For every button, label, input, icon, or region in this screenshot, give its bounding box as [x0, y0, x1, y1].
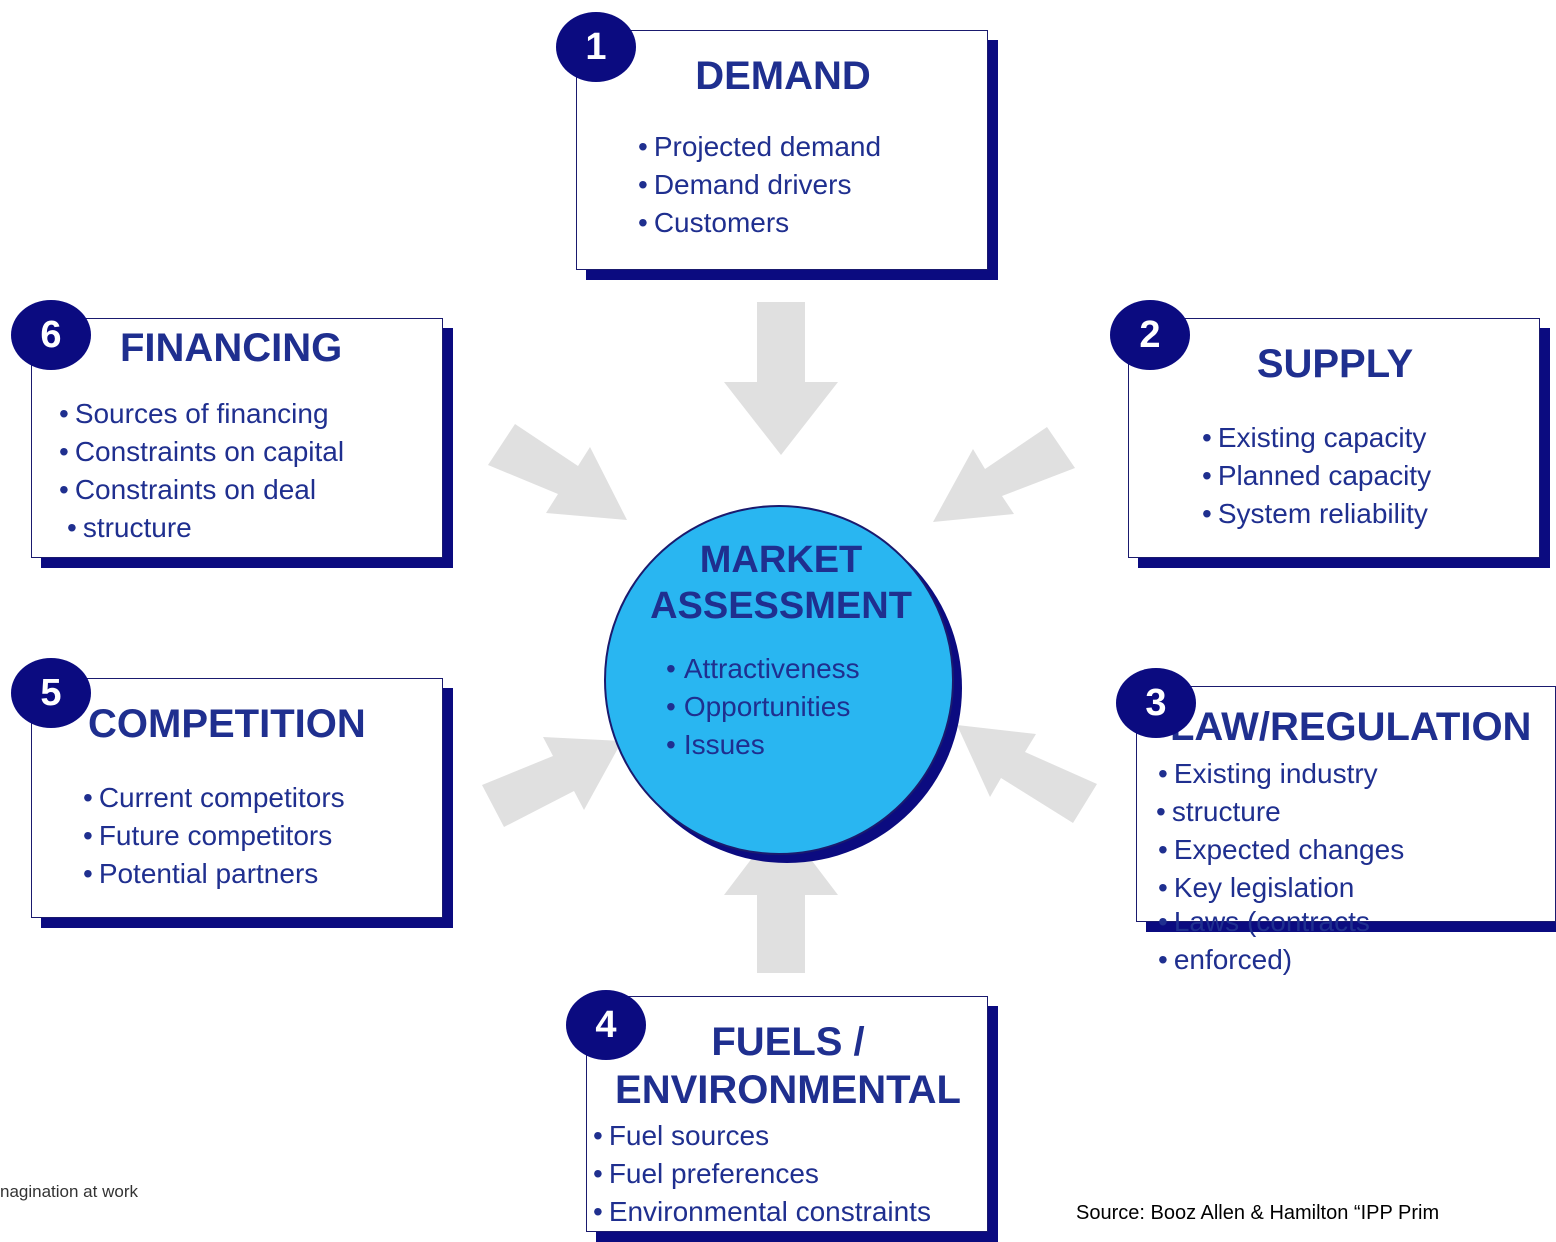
list-item: Constraints on deal [59, 471, 344, 509]
arrow-from-fuels [724, 820, 838, 973]
list-item: Opportunities [666, 688, 860, 726]
list-item: Expected changes [1158, 831, 1404, 869]
list-item: Key legislation [1158, 869, 1404, 907]
demand-list: Projected demand Demand drivers Customer… [638, 128, 881, 242]
list-item: Fuel preferences [593, 1155, 931, 1193]
law-list: Existing industry structure Expected cha… [1158, 755, 1404, 979]
list-item: Current competitors [83, 779, 345, 817]
list-item: Sources of financing [59, 395, 344, 433]
list-item: Constraints on capital [59, 433, 344, 471]
fuels-title-line2: ENVIRONMENTAL [615, 1068, 961, 1112]
list-item: System reliability [1202, 495, 1431, 533]
center-list: Attractiveness Opportunities Issues [666, 650, 860, 764]
list-item: Future competitors [83, 817, 345, 855]
badge-3: 3 [1116, 668, 1196, 738]
center-title-line2: ASSESSMENT [650, 585, 912, 627]
list-item: Planned capacity [1202, 457, 1431, 495]
center-title-line1: MARKET [699, 539, 863, 581]
center-title: MARKET ASSESSMENT [606, 537, 956, 629]
competition-box: COMPETITION Current competitors Future c… [31, 678, 443, 918]
financing-list: Sources of financing Constraints on capi… [59, 395, 344, 547]
footer-tagline: nagination at work [0, 1182, 138, 1201]
badge-4: 4 [566, 990, 646, 1060]
list-item: Fuel sources [593, 1117, 931, 1155]
list-item: Laws (contracts [1158, 903, 1404, 941]
competition-list: Current competitors Future competitors P… [83, 779, 345, 893]
arrow-from-competition [482, 737, 622, 827]
list-item: Potential partners [83, 855, 345, 893]
list-item: Attractiveness [666, 650, 860, 688]
list-item: Projected demand [638, 128, 881, 166]
financing-box: FINANCING Sources of financing Constrain… [31, 318, 443, 558]
supply-box: SUPPLY Existing capacity Planned capacit… [1128, 318, 1540, 558]
list-item: Existing capacity [1202, 419, 1431, 457]
list-item: structure [59, 509, 344, 547]
supply-list: Existing capacity Planned capacity Syste… [1202, 419, 1431, 533]
footer-source: Source: Booz Allen & Hamilton “IPP Prim [1076, 1202, 1440, 1224]
badge-1: 1 [556, 12, 636, 82]
list-item: Demand drivers [638, 166, 881, 204]
list-item: Issues [666, 726, 860, 764]
arrow-from-financing [488, 424, 627, 520]
list-item: enforced) [1158, 941, 1404, 979]
fuels-title-line1: FUELS / [711, 1020, 865, 1064]
badge-5: 5 [11, 658, 91, 728]
law-title: LAW/REGULATION [1170, 705, 1532, 749]
demand-box: DEMAND Projected demand Demand drivers C… [576, 30, 988, 270]
fuels-list: Fuel sources Fuel preferences Environmen… [593, 1117, 931, 1231]
supply-title: SUPPLY [1256, 342, 1414, 386]
list-item: structure [1156, 793, 1404, 831]
list-item: Customers [638, 204, 881, 242]
demand-title: DEMAND [695, 54, 871, 98]
arrow-from-demand [724, 302, 838, 455]
market-assessment-circle: MARKET ASSESSMENT Attractiveness Opportu… [604, 505, 954, 855]
fuels-box: FUELS / ENVIRONMENTAL Fuel sources Fuel … [586, 996, 988, 1232]
financing-title: FINANCING [120, 326, 343, 370]
badge-6: 6 [11, 300, 91, 370]
badge-2: 2 [1110, 300, 1190, 370]
list-item: Existing industry [1158, 755, 1404, 793]
list-item: Environmental constraints [593, 1193, 931, 1231]
arrow-from-supply [933, 427, 1075, 522]
competition-title: COMPETITION [88, 702, 366, 746]
arrow-from-law [957, 725, 1097, 823]
